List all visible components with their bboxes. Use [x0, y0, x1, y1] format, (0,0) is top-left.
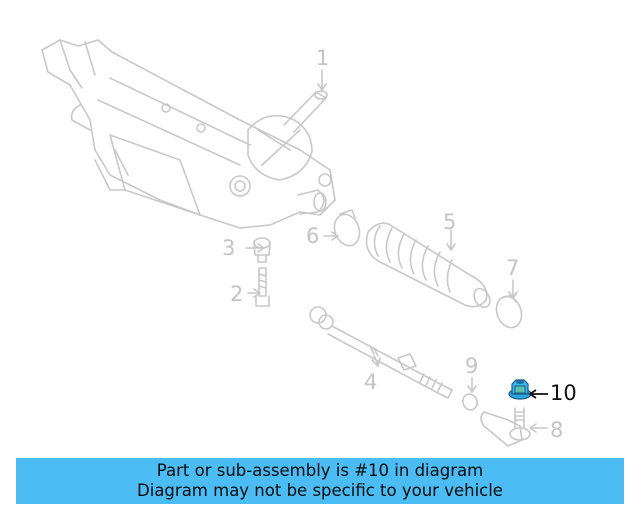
parts-diagram — [41, 39, 548, 447]
bolt-2 — [255, 267, 270, 307]
callout-1: 1 — [316, 46, 330, 70]
callout-10: 10 — [550, 381, 577, 405]
banner-line-2: Diagram may not be specific to your vehi… — [137, 481, 503, 500]
flange-nut-10-highlighted — [508, 379, 548, 400]
callout-9: 9 — [465, 354, 479, 378]
info-banner: Part or sub-assembly is #10 in diagram D… — [16, 458, 624, 504]
tie-rod-end-8 — [480, 407, 531, 447]
bellows-boot-5 — [365, 222, 491, 309]
callout-5: 5 — [443, 210, 457, 234]
callout-4: 4 — [364, 370, 378, 394]
callout-8: 8 — [550, 418, 564, 442]
shim-9 — [462, 393, 478, 411]
clamp-7 — [495, 294, 523, 329]
steering-rack-assembly — [41, 39, 336, 229]
callout-2: 2 — [230, 282, 244, 306]
banner-line-1: Part or sub-assembly is #10 in diagram — [156, 461, 484, 480]
clamp-6 — [333, 209, 361, 247]
inner-tie-rod-4 — [309, 306, 453, 399]
callout-3: 3 — [222, 236, 236, 260]
callout-7: 7 — [506, 256, 520, 280]
bolt-3 — [253, 237, 271, 263]
callout-6: 6 — [306, 224, 320, 248]
